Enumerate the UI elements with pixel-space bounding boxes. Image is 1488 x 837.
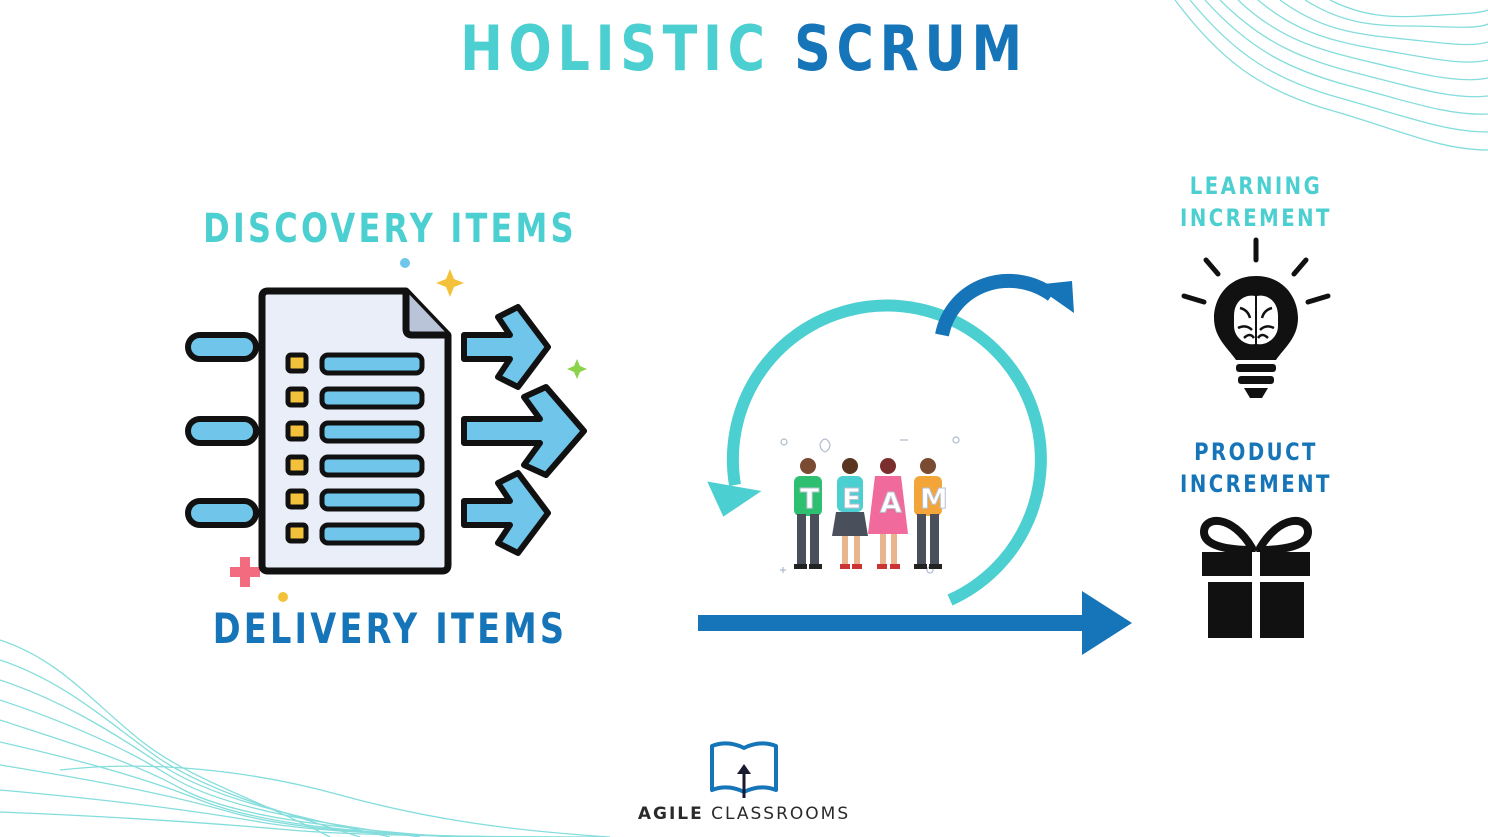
discovery-items-label: DISCOVERY ITEMS xyxy=(203,206,577,252)
page-title: HOLISTIC SCRUM xyxy=(134,12,1354,85)
title-part2: SCRUM xyxy=(794,12,1028,85)
logo-word-agile: AGILE xyxy=(637,804,704,824)
team-member-1 xyxy=(794,458,822,569)
team-member-3 xyxy=(868,458,908,569)
delivery-items-label: DELIVERY ITEMS xyxy=(212,604,568,653)
gift-box-icon xyxy=(1200,516,1312,638)
backlog-document-icon xyxy=(185,258,587,602)
lightbulb-brain-icon xyxy=(1181,237,1331,398)
team-member-4 xyxy=(914,458,942,569)
logo-word-classrooms: CLASSROOMS xyxy=(711,804,851,824)
title-part1: HOLISTIC xyxy=(460,12,771,85)
product-label-line2: INCREMENT xyxy=(1180,470,1332,498)
team-letter-e: E xyxy=(842,482,861,515)
learning-increment-label: LEARNING INCREMENT xyxy=(1149,170,1362,234)
agile-classrooms-logo-icon xyxy=(710,741,778,798)
team-letter-a: A xyxy=(880,486,902,519)
scrum-cycle-diagram xyxy=(698,273,1132,655)
team-member-2 xyxy=(832,458,868,569)
team-letter-t: T xyxy=(800,482,819,515)
team-illustration: T E A M xyxy=(780,436,960,574)
product-increment-label: PRODUCT INCREMENT xyxy=(1149,436,1362,500)
team-letter-m: M xyxy=(920,482,948,515)
product-label-line1: PRODUCT xyxy=(1194,438,1318,466)
logo-text: AGILE CLASSROOMS xyxy=(544,804,944,824)
learning-label-line1: LEARNING xyxy=(1189,172,1323,200)
learning-label-line2: INCREMENT xyxy=(1180,204,1332,232)
